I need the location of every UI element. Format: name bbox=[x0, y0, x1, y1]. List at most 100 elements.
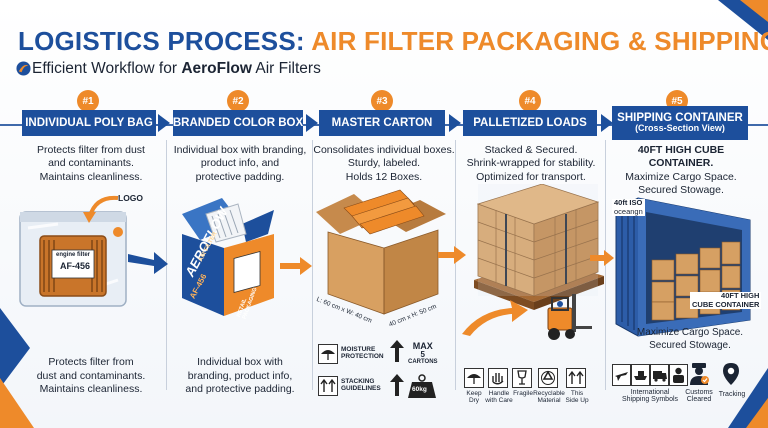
desc-line: Sturdy, labeled. bbox=[347, 157, 421, 170]
tracking-caption: Tracking bbox=[716, 391, 748, 398]
step-3-badge: #3 bbox=[371, 90, 393, 112]
poly-bag-filter-code: AF-456 bbox=[60, 261, 91, 271]
flow-arrow-2 bbox=[306, 114, 318, 132]
column-separator-2 bbox=[312, 140, 313, 390]
caption-line: Cleared bbox=[686, 396, 712, 404]
column-separator-3 bbox=[455, 140, 456, 390]
aeroflow-logo-icon bbox=[16, 61, 31, 76]
desc-line: Maximize Cargo Space. bbox=[625, 170, 737, 183]
title-part-orange: AIR FILTER PACKAGING & SHIPPING bbox=[311, 26, 768, 56]
step-1-description: Protects filter from dust and contaminan… bbox=[16, 144, 166, 184]
step-3-description: Consolidates individual boxes. Sturdy, l… bbox=[312, 144, 456, 184]
desc-line: product info, and bbox=[200, 157, 280, 170]
note-line: Maximize Cargo Space. bbox=[636, 327, 744, 338]
step-5-label-main: SHIPPING CONTAINER bbox=[617, 112, 743, 125]
desc-line: protective padding. bbox=[195, 170, 285, 183]
max-stack-arrow-icon bbox=[390, 340, 404, 362]
stacking-guidelines-label: STACKING GUIDELINES bbox=[341, 378, 381, 393]
orange-flow-arrow-4 bbox=[590, 250, 614, 266]
caption-line: Tracking bbox=[718, 391, 746, 398]
container-high-cube-label: 40FT HIGH CUBE CONTAINER bbox=[690, 291, 762, 310]
poly-bag-filter-label: engine filter bbox=[56, 252, 91, 258]
desc-line: Optimized for transport. bbox=[476, 170, 586, 183]
label-line: STACKING bbox=[341, 378, 375, 385]
label-line: 40FT HIGH bbox=[721, 291, 760, 300]
step-4-badge: #4 bbox=[519, 90, 541, 112]
bottom-line: Individual box with bbox=[197, 356, 283, 368]
flow-arrow-1 bbox=[158, 114, 170, 132]
desc-line: Protects filter from dust bbox=[37, 144, 145, 156]
note-line: Secured Stowage. bbox=[649, 340, 731, 351]
desc-line: Holds 12 Boxes. bbox=[345, 170, 423, 183]
desc-line: and contaminants. bbox=[48, 157, 134, 170]
bottom-line: Maintains cleanliness. bbox=[39, 383, 143, 396]
bottom-line: branding, product info, bbox=[187, 369, 293, 382]
recycle-icon bbox=[538, 368, 558, 388]
max-cartons-label: MAX 5 CARTONS bbox=[408, 341, 438, 366]
container-iso-label: 40ft ISO oceangn bbox=[612, 198, 645, 217]
caption-line: Fragile bbox=[513, 390, 533, 397]
caption-line: Handle bbox=[488, 390, 510, 397]
poly-bag-illustration bbox=[19, 211, 127, 307]
page-subtitle: Efficient Workflow for AeroFlow Air Filt… bbox=[32, 60, 321, 78]
orange-curved-flow-arrow bbox=[462, 300, 528, 336]
orange-flow-arrow-2 bbox=[280, 257, 312, 275]
desc-line: Consolidates individual boxes. bbox=[313, 144, 455, 156]
flow-arrow-3 bbox=[449, 114, 461, 132]
desc-line: 40FT HIGH CUBE CONTAINER. bbox=[637, 144, 725, 170]
forklift-illustration bbox=[547, 294, 592, 340]
branded-color-box-illustration bbox=[182, 198, 274, 316]
weight-label: 60kg bbox=[412, 386, 427, 393]
bottom-line: and protective padding. bbox=[185, 383, 295, 396]
caption-line: Shipping Symbols bbox=[621, 396, 679, 404]
title-part-blue: LOGISTICS PROCESS: bbox=[18, 26, 312, 56]
container-note: Maximize Cargo Space. Secured Stowage. bbox=[622, 326, 758, 352]
step-1-bottom-text: Protects filter from dust and contaminan… bbox=[16, 356, 166, 397]
caption-line: International bbox=[630, 389, 670, 396]
shipping-symbols-icon bbox=[612, 364, 688, 386]
corner-decoration-top-right bbox=[718, 0, 768, 40]
stack-up-arrow-icon bbox=[390, 374, 404, 396]
umbrella-icon bbox=[318, 344, 338, 364]
bottom-line: Protects filter from bbox=[48, 356, 134, 368]
caption-line: Recyclable bbox=[533, 390, 565, 397]
desc-line: Shrink-wrapped for stability. bbox=[466, 157, 596, 170]
label-line: CARTONS bbox=[408, 359, 438, 365]
subtitle-suffix: Air Filters bbox=[251, 60, 321, 77]
fragile-glass-icon bbox=[512, 368, 532, 388]
step-1-label: INDIVIDUAL POLY BAG bbox=[22, 110, 156, 136]
corner-decoration-bottom-left bbox=[0, 308, 34, 428]
step-4-description: Stacked & Secured. Shrink-wrapped for st… bbox=[456, 144, 606, 184]
subtitle-brand: AeroFlow bbox=[181, 60, 252, 77]
master-carton-illustration bbox=[316, 189, 446, 315]
step-2-description: Individual box with branding, product in… bbox=[168, 144, 312, 184]
stacking-guidelines-icon bbox=[318, 376, 338, 396]
label-line: 5 bbox=[420, 350, 425, 359]
fragile-caption: Fragile bbox=[510, 390, 536, 398]
step-1-badge: #1 bbox=[77, 90, 99, 112]
label-line: GUIDELINES bbox=[341, 385, 381, 393]
step-2-label: BRANDED COLOR BOX bbox=[173, 110, 303, 136]
caption-line: This bbox=[570, 390, 584, 397]
weight-icon bbox=[408, 374, 436, 398]
desc-line: Secured Stowage. bbox=[638, 184, 724, 197]
caption-line: Side Up bbox=[565, 396, 589, 404]
page-title: LOGISTICS PROCESS: AIR FILTER PACKAGING … bbox=[18, 26, 768, 57]
label-line: CUBE CONTAINER bbox=[692, 299, 760, 309]
corner-decoration-bottom-right bbox=[728, 368, 768, 428]
flow-arrow-4 bbox=[601, 114, 613, 132]
caption-line: with Care bbox=[485, 396, 513, 404]
label-line: MOISTURE bbox=[341, 346, 376, 353]
caption-line: Dry bbox=[468, 396, 480, 404]
logo-callout-label: LOGO bbox=[118, 193, 144, 203]
shipping-container-illustration bbox=[615, 197, 751, 337]
label-line: MAX bbox=[412, 341, 433, 351]
label-line: 40ft ISO bbox=[614, 198, 643, 207]
this-side-up-icon bbox=[566, 368, 586, 388]
international-shipping-symbols-caption: International Shipping Symbols bbox=[610, 389, 690, 404]
customs-officer-icon bbox=[690, 363, 709, 385]
caption-line: Keep bbox=[466, 390, 482, 397]
